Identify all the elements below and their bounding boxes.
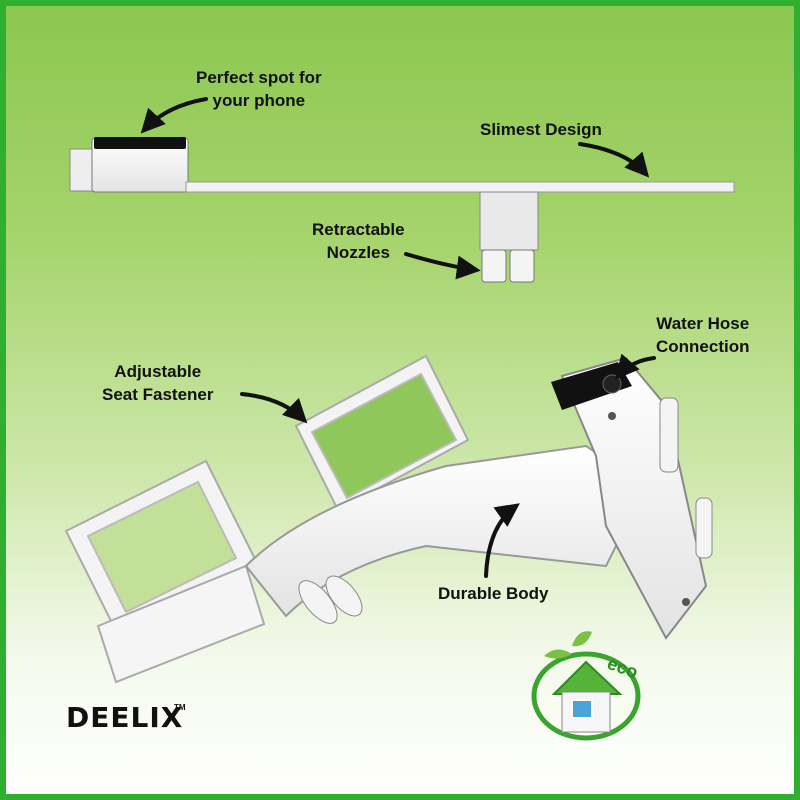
label-water-hose-line2: Connection	[656, 337, 750, 356]
label-water-hose: Water Hose Connection	[656, 312, 750, 358]
eco-text: eco	[605, 653, 641, 682]
arrow-phone	[140, 97, 208, 134]
arrow-slimest	[578, 142, 650, 178]
bidet-body	[64, 354, 713, 684]
brand-name: DEELIX	[66, 701, 184, 734]
brand-trademark: TM	[174, 703, 186, 712]
side-profile-view	[69, 137, 735, 283]
callout-arrows	[140, 97, 656, 578]
label-seat-fastener-line2: Seat Fastener	[102, 385, 214, 404]
label-nozzles-line1: Retractable	[312, 220, 405, 239]
label-water-hose-line1: Water Hose	[656, 314, 750, 333]
label-phone-spot-line2: your phone	[212, 91, 306, 110]
eco-house-icon: eco	[531, 631, 641, 741]
product-illustration: eco	[64, 97, 735, 741]
label-slimest-design: Slimest Design	[480, 120, 602, 139]
label-retractable-nozzles: Retractable Nozzles	[312, 218, 405, 264]
label-phone-spot: Perfect spot for your phone	[196, 66, 322, 112]
label-seat-fastener: Adjustable Seat Fastener	[102, 360, 214, 406]
label-nozzles-line2: Nozzles	[326, 243, 390, 262]
brand-logo: DEELIX TM	[66, 701, 186, 734]
label-durable-body: Durable Body	[438, 584, 549, 603]
label-phone-spot-line1: Perfect spot for	[196, 68, 322, 87]
arrow-seat-fastener	[240, 392, 308, 424]
arrow-water-hose	[614, 353, 656, 380]
label-seat-fastener-line1: Adjustable	[114, 362, 202, 381]
arrow-durable-body	[484, 503, 520, 578]
arrow-nozzles	[404, 252, 481, 280]
